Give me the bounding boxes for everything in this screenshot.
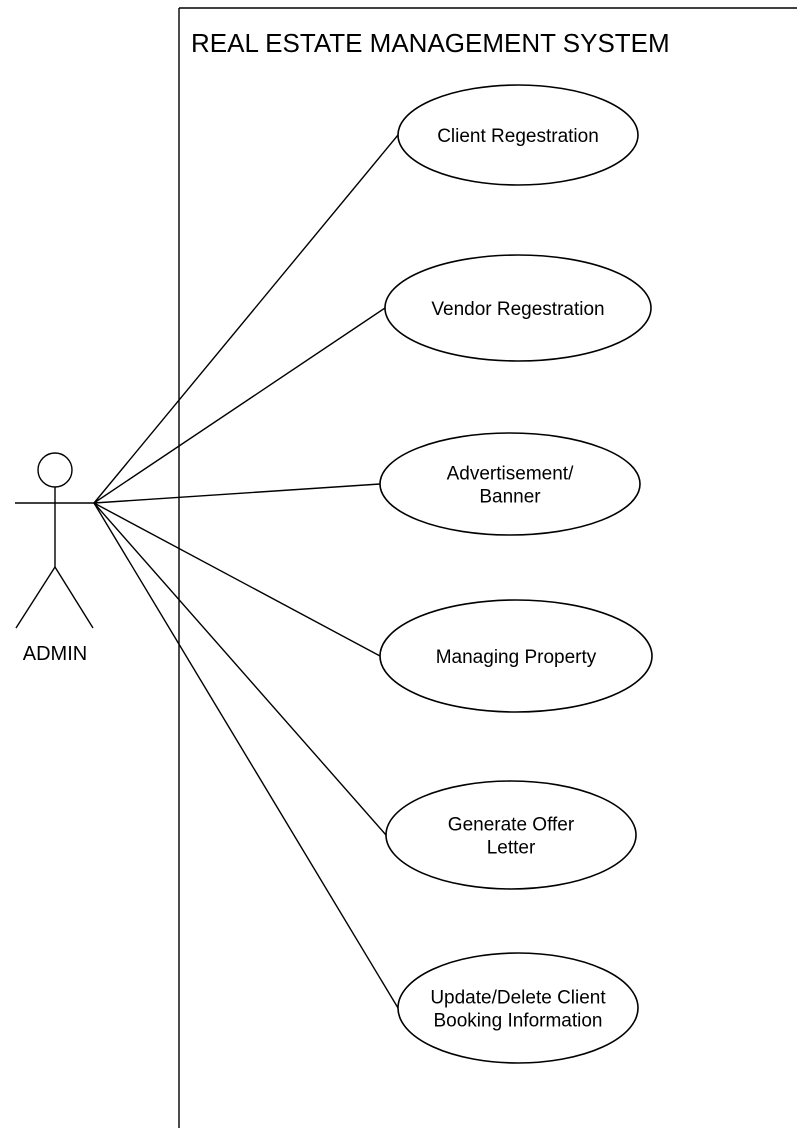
use-case-label: Generate Offer <box>448 815 575 836</box>
use-case: Client Regestration <box>397 84 639 186</box>
associations <box>93 134 399 1009</box>
use-case-label: Managing Property <box>436 647 597 668</box>
use-case-ellipse <box>397 952 639 1064</box>
use-case-label: Letter <box>487 838 536 859</box>
association-line <box>93 502 381 657</box>
use-case-ellipse <box>397 84 639 186</box>
use-case-ellipse <box>384 254 652 362</box>
association-line <box>93 502 399 1009</box>
use-case: Advertisement/Banner <box>379 432 641 536</box>
use-case-ellipse <box>379 599 653 713</box>
association-line <box>93 502 387 836</box>
use-case-ellipse <box>379 432 641 536</box>
actor-right-leg <box>54 566 94 629</box>
association-line <box>93 134 399 504</box>
actor-head <box>37 452 73 488</box>
system-boundary <box>178 7 797 1128</box>
use-case-label: Banner <box>479 487 541 508</box>
use-case-label: Vendor Regestration <box>431 299 604 320</box>
admin-actor: ADMIN <box>15 452 94 665</box>
association-line <box>93 307 386 504</box>
use-case-label: Booking Information <box>434 1011 603 1032</box>
use-case-label: Advertisement/ <box>447 464 574 485</box>
association-line <box>93 483 381 504</box>
actor-label: ADMIN <box>23 643 87 665</box>
use-case-label: Client Regestration <box>437 126 599 147</box>
use-case-label: Update/Delete Client <box>430 988 606 1009</box>
use-case-ellipse <box>385 780 637 890</box>
system-title: REAL ESTATE MANAGEMENT SYSTEM <box>191 28 670 58</box>
use-case: Vendor Regestration <box>384 254 652 362</box>
actor-left-leg <box>15 566 56 629</box>
use-case: Managing Property <box>379 599 653 713</box>
